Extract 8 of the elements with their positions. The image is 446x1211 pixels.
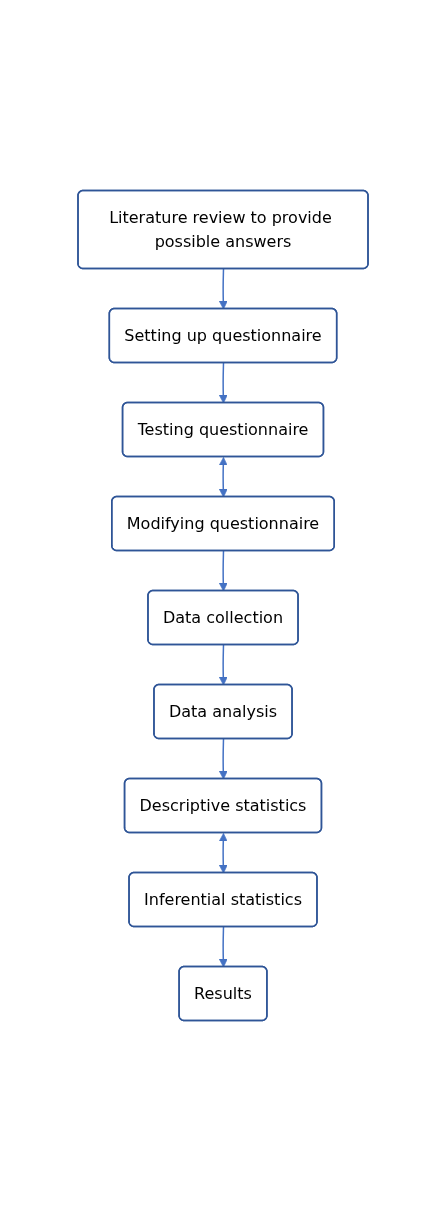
arrow [218, 926, 228, 968]
arrow [218, 362, 228, 404]
arrow [218, 457, 228, 498]
arrow [218, 833, 228, 874]
arrow [218, 550, 228, 592]
arrow [218, 268, 228, 310]
arrow [218, 738, 228, 780]
arrow [218, 644, 228, 686]
